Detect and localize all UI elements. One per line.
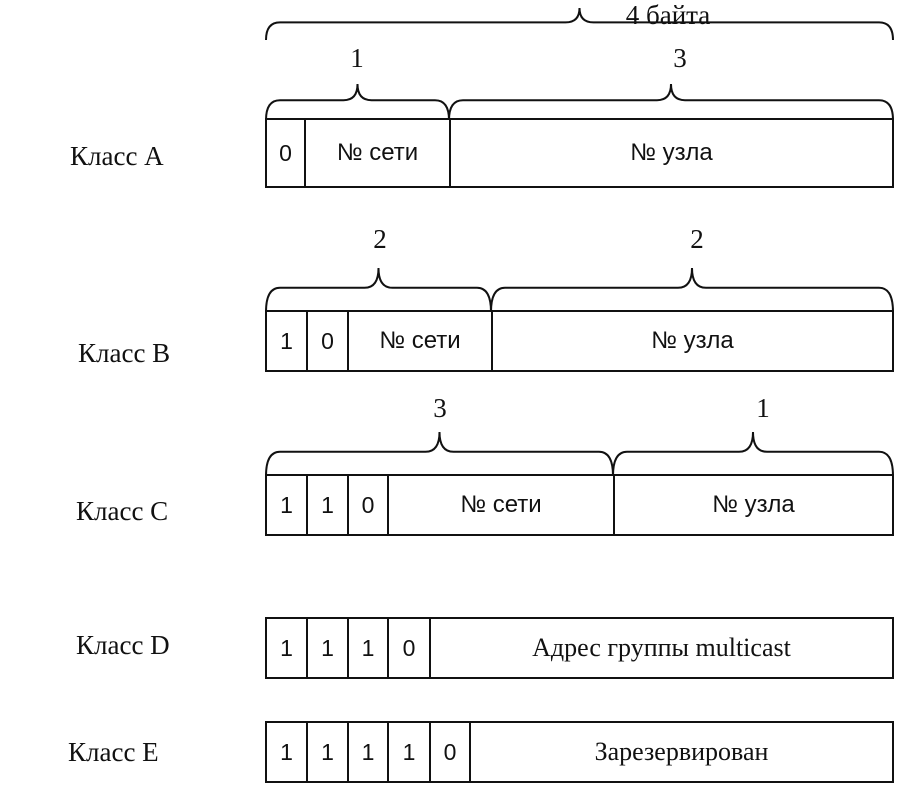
class-c-network-bytes: 3 xyxy=(433,393,447,423)
class-e-row: 1 1 1 1 0 Зарезервирован xyxy=(265,721,894,783)
class-c-bit: 0 xyxy=(349,476,389,534)
class-c-network-brace xyxy=(265,431,614,477)
class-b-network-bytes: 2 xyxy=(373,224,387,254)
class-e-bit: 1 xyxy=(308,723,349,781)
class-a-network-field: № сети xyxy=(306,120,451,186)
class-b-row: 1 0 № сети № узла xyxy=(265,310,894,372)
class-b-bit: 0 xyxy=(308,312,349,370)
class-a-host-field: № узла xyxy=(630,139,713,166)
class-e-bit: 1 xyxy=(389,723,431,781)
class-a-host-brace xyxy=(448,83,894,121)
class-e-bit: 1 xyxy=(267,723,308,781)
class-d-bit: 1 xyxy=(349,619,389,677)
class-d-row: 1 1 1 0 Адрес группы multicast xyxy=(265,617,894,679)
class-a-label: Класс А xyxy=(70,141,164,171)
class-d-bit: 0 xyxy=(389,619,431,677)
class-a-network-brace xyxy=(265,83,450,121)
class-e-bit: 1 xyxy=(349,723,389,781)
class-a-bit: 0 xyxy=(267,120,306,186)
class-b-host-brace xyxy=(490,267,894,313)
total-bytes-label: 4 байта xyxy=(625,0,711,30)
class-e-bit: 0 xyxy=(431,723,471,781)
class-c-bit: 1 xyxy=(308,476,349,534)
class-d-multicast-field: Адрес группы multicast xyxy=(532,633,791,662)
class-c-network-field: № сети xyxy=(389,476,615,534)
class-c-bit: 1 xyxy=(267,476,308,534)
class-d-bit: 1 xyxy=(308,619,349,677)
class-a-host-bytes: 3 xyxy=(673,43,687,73)
class-c-host-brace xyxy=(612,431,894,477)
class-c-host-bytes: 1 xyxy=(756,393,770,423)
class-c-label: Класс С xyxy=(76,496,169,526)
class-b-label: Класс В xyxy=(78,338,171,368)
class-c-row: 1 1 0 № сети № узла xyxy=(265,474,894,536)
class-d-label: Класс D xyxy=(76,630,170,660)
class-b-network-field: № сети xyxy=(349,312,493,370)
class-b-network-brace xyxy=(265,267,492,313)
class-b-bit: 1 xyxy=(267,312,308,370)
total-bytes-brace xyxy=(265,7,894,41)
class-b-host-field: № узла xyxy=(651,327,734,354)
class-a-row: 0 № сети № узла xyxy=(265,118,894,188)
class-a-network-bytes: 1 xyxy=(350,43,364,73)
class-e-reserved-field: Зарезервирован xyxy=(594,737,769,766)
class-e-label: Класс Е xyxy=(68,737,159,767)
class-b-host-bytes: 2 xyxy=(690,224,704,254)
class-c-host-field: № узла xyxy=(712,491,795,518)
class-d-bit: 1 xyxy=(267,619,308,677)
